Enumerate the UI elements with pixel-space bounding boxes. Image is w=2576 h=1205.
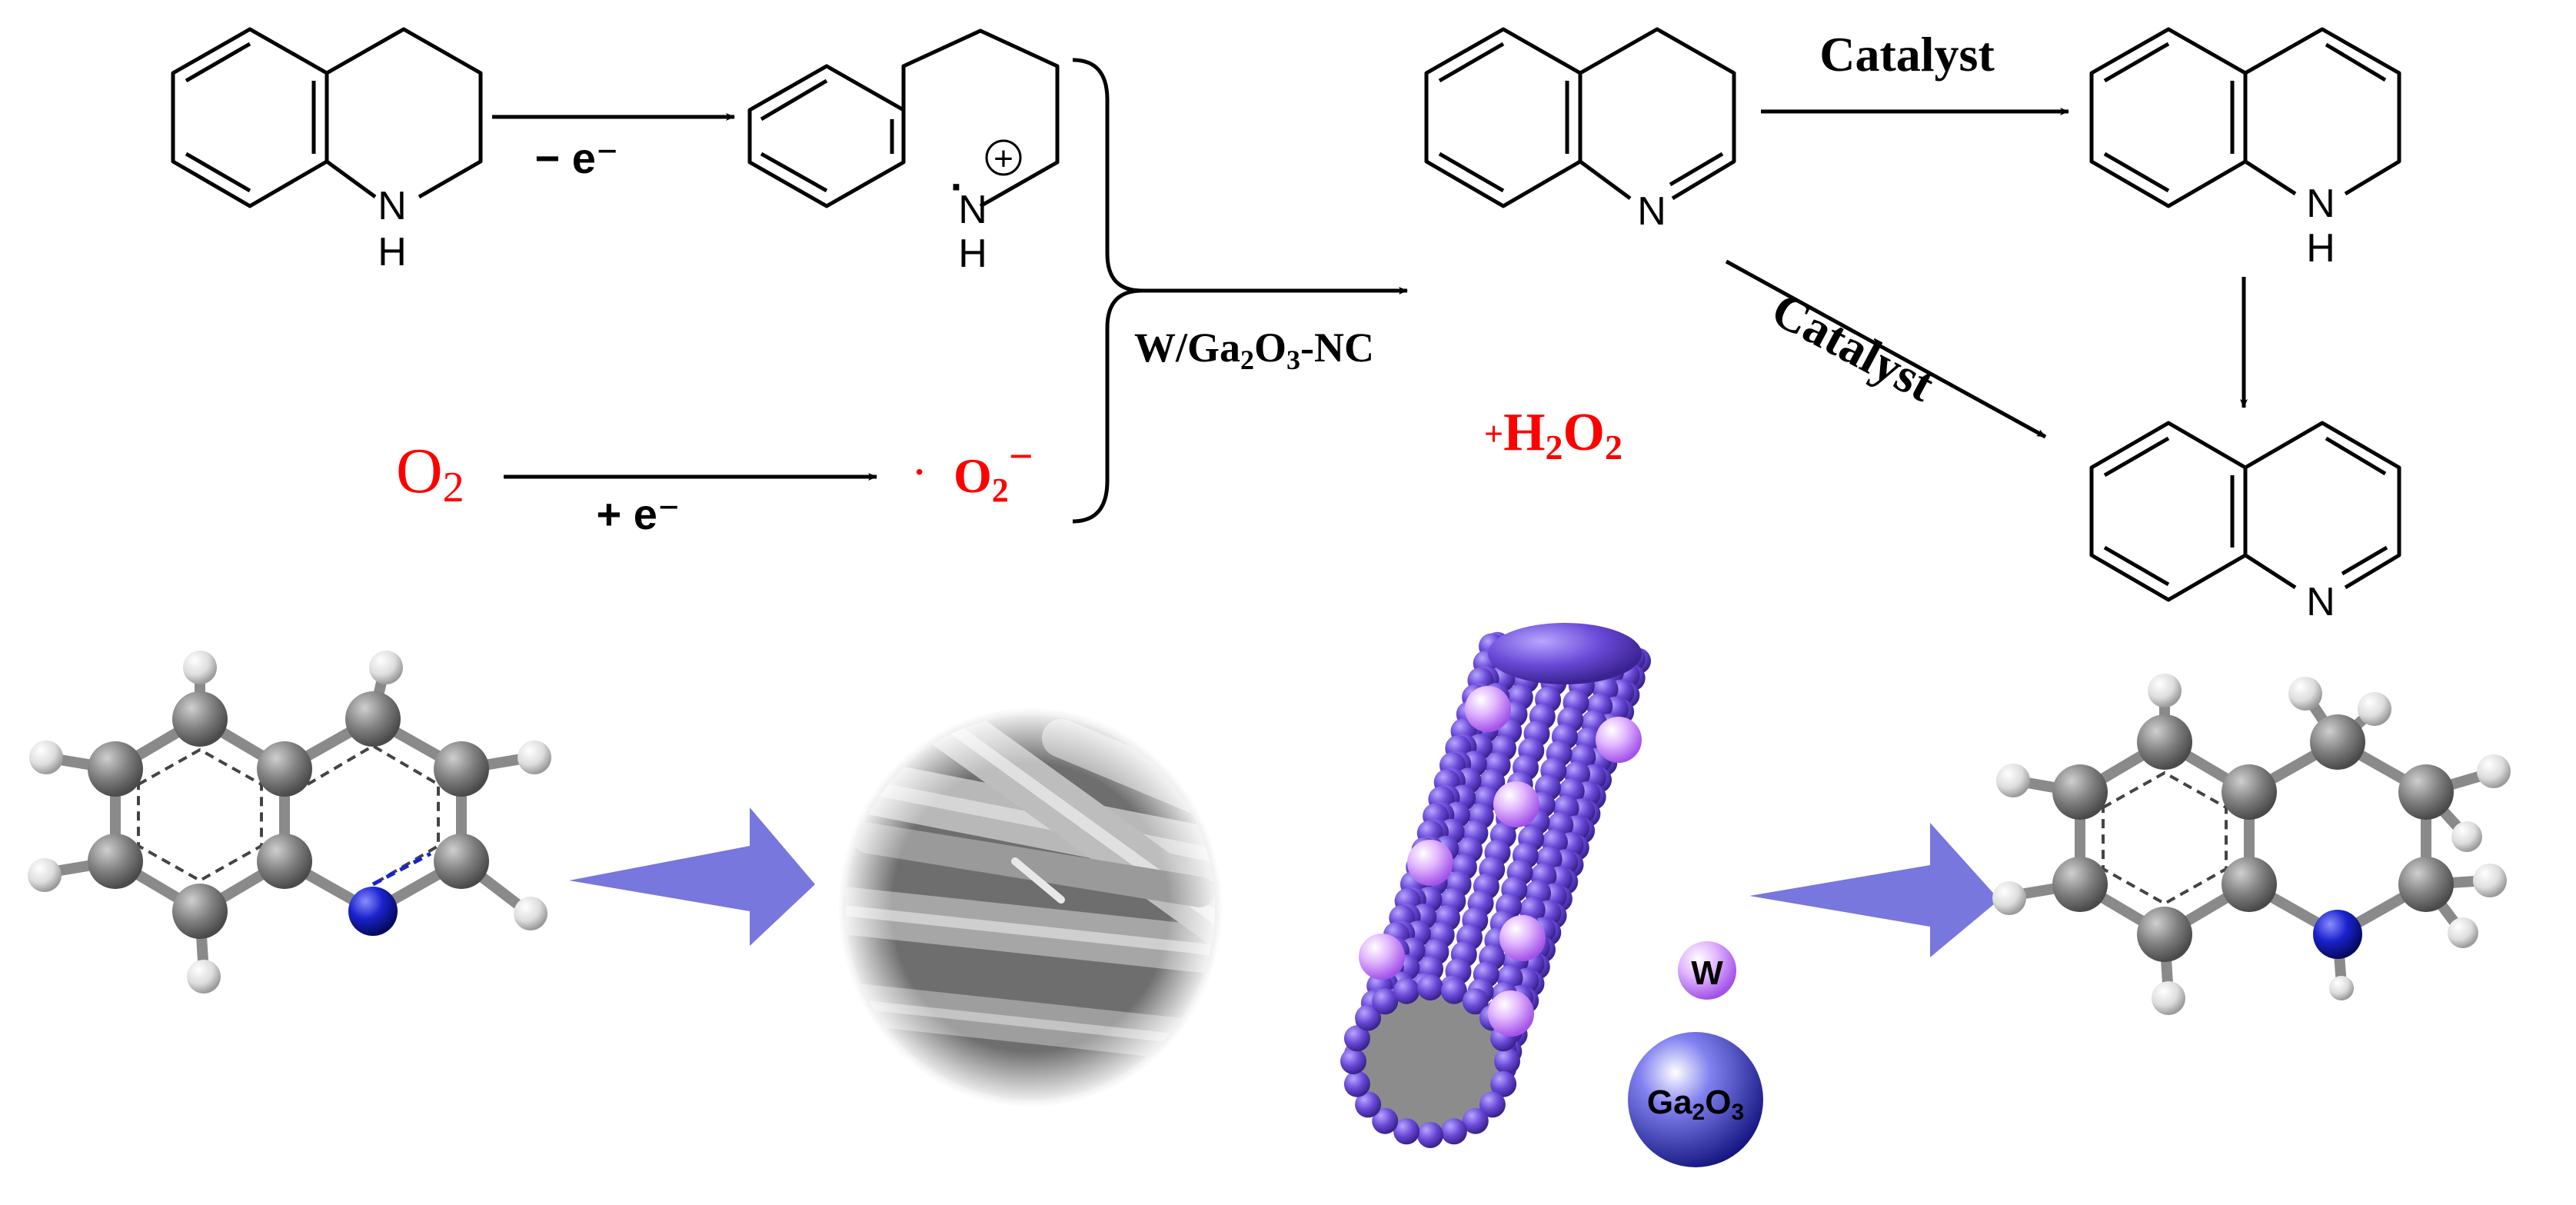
legend-ga2o3-sphere [1628,1032,1763,1167]
legend-ga2o3-label: Ga2O3 [1647,1084,1744,1125]
cation-dot: · [950,162,965,211]
o2-reactant: O2 [396,435,464,511]
legend-w-label: W [1691,954,1723,992]
quinoline-n-label: N [2306,580,2335,624]
process-arrow-left [569,807,815,946]
thq-h-label: H [378,230,407,275]
model-quinoline-3d [28,651,551,994]
structure-dihydroquinoline [1424,27,1736,208]
arrow-catalyst-diagonal [1725,259,2047,439]
combining-brace [1072,58,1143,524]
cation-h-label: H [958,231,987,276]
structure-radical-cation [747,28,1060,208]
h2o2-byproduct: +H2O2 [1484,403,1622,467]
model-tetrahydroquinoline-3d [1992,674,2511,1015]
superoxide: O2− [954,433,1033,509]
catalyst-diagonal-label: Catalyst [1763,281,1944,412]
step2-label: + e⁻ [597,490,681,538]
dhq-n-label: N [1637,189,1666,234]
process-arrow-right [1749,823,1999,957]
thq-n-label: N [378,184,407,228]
dhq2-h-label: H [2306,226,2335,271]
superoxide-dot: · [911,444,927,499]
catalyst-main-label: W/Ga2O3-NC [1134,325,1374,375]
catalyst-top-label: Catalyst [1819,27,1995,82]
structure-quinoline [2089,421,2401,602]
cation-n-label: N [958,188,987,232]
step1-label: − e⁻ [535,134,619,182]
structure-tetrahydroquinoline [171,27,483,208]
structure-1-2-dihydroquinoline [2089,27,2401,208]
dhq2-n-label: N [2306,181,2335,226]
sem-nanofiber-image [838,707,1223,1107]
legend-w-sphere [1678,941,1736,1000]
nanotube-catalyst-model [1340,623,1651,1148]
cation-charge-circle [985,139,1022,176]
cation-charge: + [993,140,1013,178]
